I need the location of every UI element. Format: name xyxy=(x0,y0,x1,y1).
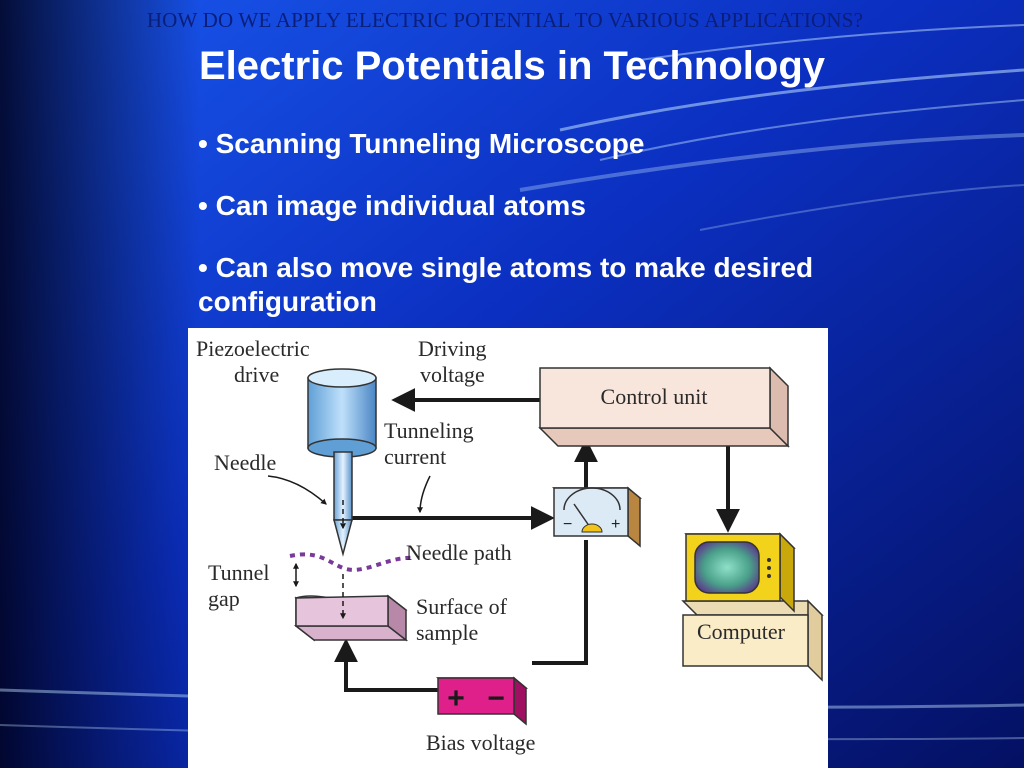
meter-minus-label: − xyxy=(563,516,572,533)
ammeter-icon: − + xyxy=(551,486,643,548)
bullet-list: Scanning Tunneling Microscope Can image … xyxy=(198,127,838,347)
tunnel-gap-label-line1: Tunnel xyxy=(208,560,270,585)
surface-label-line1: Surface of xyxy=(416,594,508,619)
header-question: HOW DO WE APPLY ELECTRIC POTENTIAL TO VA… xyxy=(146,8,864,32)
computer-label: Computer xyxy=(697,619,786,644)
needle-pointer xyxy=(267,475,327,505)
bias-to-sample-wire xyxy=(334,638,438,692)
tunnel-gap-label-line2: gap xyxy=(208,586,240,611)
bullet-item: Can image individual atoms xyxy=(198,189,838,223)
driving-voltage-label-line2: voltage xyxy=(420,362,485,387)
tunneling-current-pointer xyxy=(417,475,431,514)
bias-voltage-label: Bias voltage xyxy=(426,730,535,755)
meter-to-bias-wire xyxy=(532,540,588,665)
computer: Computer xyxy=(681,532,824,682)
tunneling-current-label-line2: current xyxy=(384,444,446,469)
piezo-label-line2: drive xyxy=(234,362,279,387)
stm-diagram: Control unit Computer − + xyxy=(188,328,828,768)
bias-battery-icon: + − xyxy=(435,676,529,726)
needle-path-label: Needle path xyxy=(406,540,512,565)
needle-path-curve xyxy=(289,552,414,572)
driving-voltage-label-line1: Driving xyxy=(418,336,486,361)
needle-label: Needle xyxy=(214,450,276,475)
surface-label-line2: sample xyxy=(416,620,478,645)
control-unit-box: Control unit xyxy=(538,366,790,448)
bias-plus-label: + xyxy=(447,682,465,715)
needle xyxy=(333,451,353,557)
piezo-label-line1: Piezoelectric xyxy=(196,336,310,361)
meter-plus-label: + xyxy=(611,516,620,533)
monitor-screen-icon xyxy=(694,541,760,594)
tunneling-current-label-line1: Tunneling xyxy=(384,418,474,443)
control-unit-label: Control unit xyxy=(601,384,708,409)
bullet-item: Scanning Tunneling Microscope xyxy=(198,127,838,161)
bias-minus-label: − xyxy=(487,682,505,715)
bullet-item: Can also move single atoms to make desir… xyxy=(198,251,838,319)
sample-surface xyxy=(293,574,409,642)
slide-title: Electric Potentials in Technology xyxy=(198,44,826,88)
piezo-drive-cylinder xyxy=(307,368,377,458)
